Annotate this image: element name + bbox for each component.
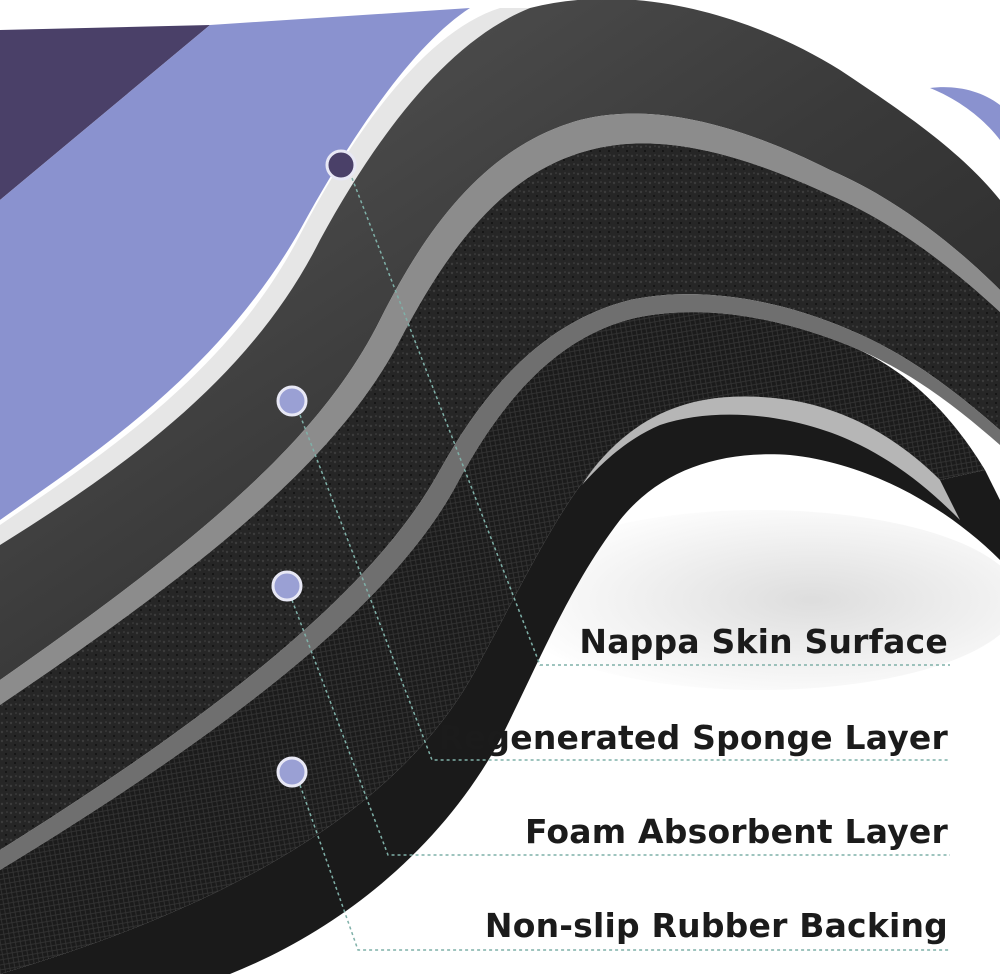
leader-line-nappa — [351, 177, 950, 666]
mat-surface-purple — [0, 8, 470, 520]
mat-edge-highlight — [0, 8, 530, 545]
leader-line-sponge — [299, 414, 950, 761]
marker-foam — [271, 570, 303, 602]
leader-lines — [291, 177, 950, 951]
layer-rubber-backing — [0, 396, 1000, 974]
marker-rubber — [276, 756, 308, 788]
leader-line-rubber — [299, 784, 950, 951]
leader-line-foam — [291, 599, 950, 856]
layer-regenerated-sponge — [0, 143, 1000, 850]
label-nappa-skin-surface: Nappa Skin Surface — [579, 622, 948, 661]
layer-foam-absorbent — [0, 312, 985, 974]
layer-markers — [271, 149, 357, 788]
layer-nappa-surface — [0, 0, 1000, 680]
layer-separator-2 — [0, 294, 1000, 870]
floor-shadow — [500, 510, 1000, 690]
label-non-slip-rubber-backing: Non-slip Rubber Backing — [484, 906, 948, 945]
marker-sponge — [276, 385, 308, 417]
marker-nappa — [325, 149, 357, 181]
label-regenerated-sponge-layer: Regenerated Sponge Layer — [438, 718, 948, 757]
rubber-backing-edge-highlight — [582, 396, 960, 520]
mat-surface-edge-right — [930, 87, 1000, 140]
label-foam-absorbent-layer: Foam Absorbent Layer — [525, 812, 948, 851]
